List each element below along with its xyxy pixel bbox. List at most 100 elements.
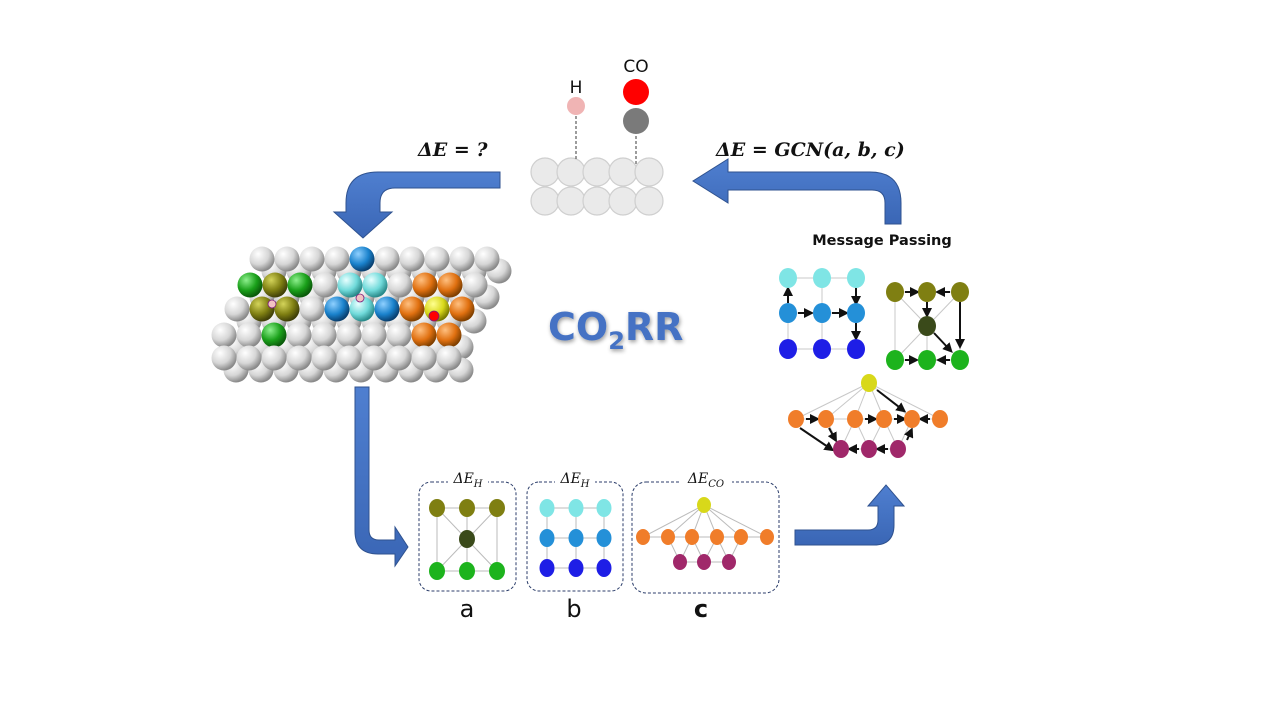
mp-graph-site-b <box>779 268 865 359</box>
subgraph-a: ΔEH a <box>418 471 517 623</box>
slab-atom <box>474 246 500 272</box>
b-node <box>568 559 584 577</box>
slab-atom <box>374 296 400 322</box>
subgraph-a-energy: ΔEH <box>452 471 482 490</box>
adsorbate-illustration: H CO <box>530 57 664 216</box>
slab-atom <box>362 272 388 298</box>
slab-atom <box>399 246 425 272</box>
mp-c-node <box>890 440 906 458</box>
slab-atom <box>424 246 450 272</box>
mp-b-node <box>847 303 865 323</box>
slab-atom <box>336 322 362 348</box>
mp-a-node <box>918 316 936 336</box>
a-node <box>429 499 445 517</box>
subgraph-b-label: b <box>566 595 581 623</box>
co-label: CO <box>623 57 648 77</box>
slab-atom <box>349 246 375 272</box>
c-node <box>636 529 650 545</box>
mp-c-node <box>861 374 877 392</box>
mp-c-node <box>932 410 948 428</box>
a-node <box>489 499 505 517</box>
slab-atom <box>399 296 425 322</box>
slab-atom <box>386 322 412 348</box>
slab-atom <box>261 345 287 371</box>
mp-a-node <box>886 350 904 370</box>
slab-atom <box>436 345 462 371</box>
slab-h-marker <box>355 293 365 303</box>
arrow-to-slab <box>332 171 501 239</box>
equation-left: ΔE = ? <box>417 139 488 161</box>
c-node <box>661 529 675 545</box>
mp-b-node <box>779 303 797 323</box>
slab-atom <box>262 272 288 298</box>
mp-a-node <box>951 350 969 370</box>
subgraph-c-frame <box>631 481 780 594</box>
mp-c-node <box>876 410 892 428</box>
b-node <box>539 529 555 547</box>
slab-atom <box>286 345 312 371</box>
a-node <box>459 499 475 517</box>
slab-atom <box>286 322 312 348</box>
slab-h-marker <box>267 299 277 309</box>
slab-atom <box>386 345 412 371</box>
subgraph-c: ΔECO c <box>631 471 780 623</box>
mp-b-nodes <box>779 268 865 359</box>
slab-atom <box>462 272 488 298</box>
arrow-to-message-passing <box>794 484 906 546</box>
slab-atom <box>412 272 438 298</box>
slab-atom <box>237 272 263 298</box>
h-atom <box>567 97 585 115</box>
slab-atom <box>249 246 275 272</box>
mp-graph-site-c <box>788 374 948 458</box>
small-slab <box>530 157 664 216</box>
b-node <box>596 559 612 577</box>
slab-atom <box>274 296 300 322</box>
message-passing-label: Message Passing <box>812 233 952 249</box>
arrow-to-subgraphs <box>354 386 409 568</box>
b-node <box>539 499 555 517</box>
mp-a-node <box>886 282 904 302</box>
mp-b-node <box>779 339 797 359</box>
catalyst-slab <box>211 246 512 383</box>
subgraph-c-label: c <box>694 595 708 623</box>
slab-atom <box>411 345 437 371</box>
slab-atom <box>449 296 475 322</box>
slab-atom <box>211 322 237 348</box>
mp-b-node <box>847 268 865 288</box>
slab-atom <box>374 246 400 272</box>
a-node <box>429 562 445 580</box>
mp-b-node <box>813 339 831 359</box>
mp-c-node <box>788 410 804 428</box>
slab-atom <box>324 296 350 322</box>
slab-atom <box>261 322 287 348</box>
slab-atom <box>387 272 413 298</box>
co2rr-main: CO <box>548 305 608 349</box>
co-carbon-atom <box>623 108 649 134</box>
a-node <box>459 530 475 548</box>
slab-atom <box>312 272 338 298</box>
c-node <box>673 554 687 570</box>
c-node <box>710 529 724 545</box>
mp-c-node <box>818 410 834 428</box>
c-node <box>697 497 711 513</box>
slab-atom <box>336 345 362 371</box>
b-node <box>568 499 584 517</box>
slab-atom <box>224 296 250 322</box>
slab-atom <box>324 246 350 272</box>
mp-c-node <box>847 410 863 428</box>
a-node <box>489 562 505 580</box>
mp-c-node <box>861 440 877 458</box>
co2rr-tail: RR <box>625 305 684 349</box>
slab-atom <box>311 322 337 348</box>
mp-b-node <box>779 268 797 288</box>
mp-a-node <box>951 282 969 302</box>
slab-atom <box>211 345 237 371</box>
c-node <box>722 554 736 570</box>
mp-b-node <box>847 339 865 359</box>
slab-atom <box>437 272 463 298</box>
c-node <box>685 529 699 545</box>
slab-atom <box>311 345 337 371</box>
arrow-to-energy <box>692 158 902 225</box>
